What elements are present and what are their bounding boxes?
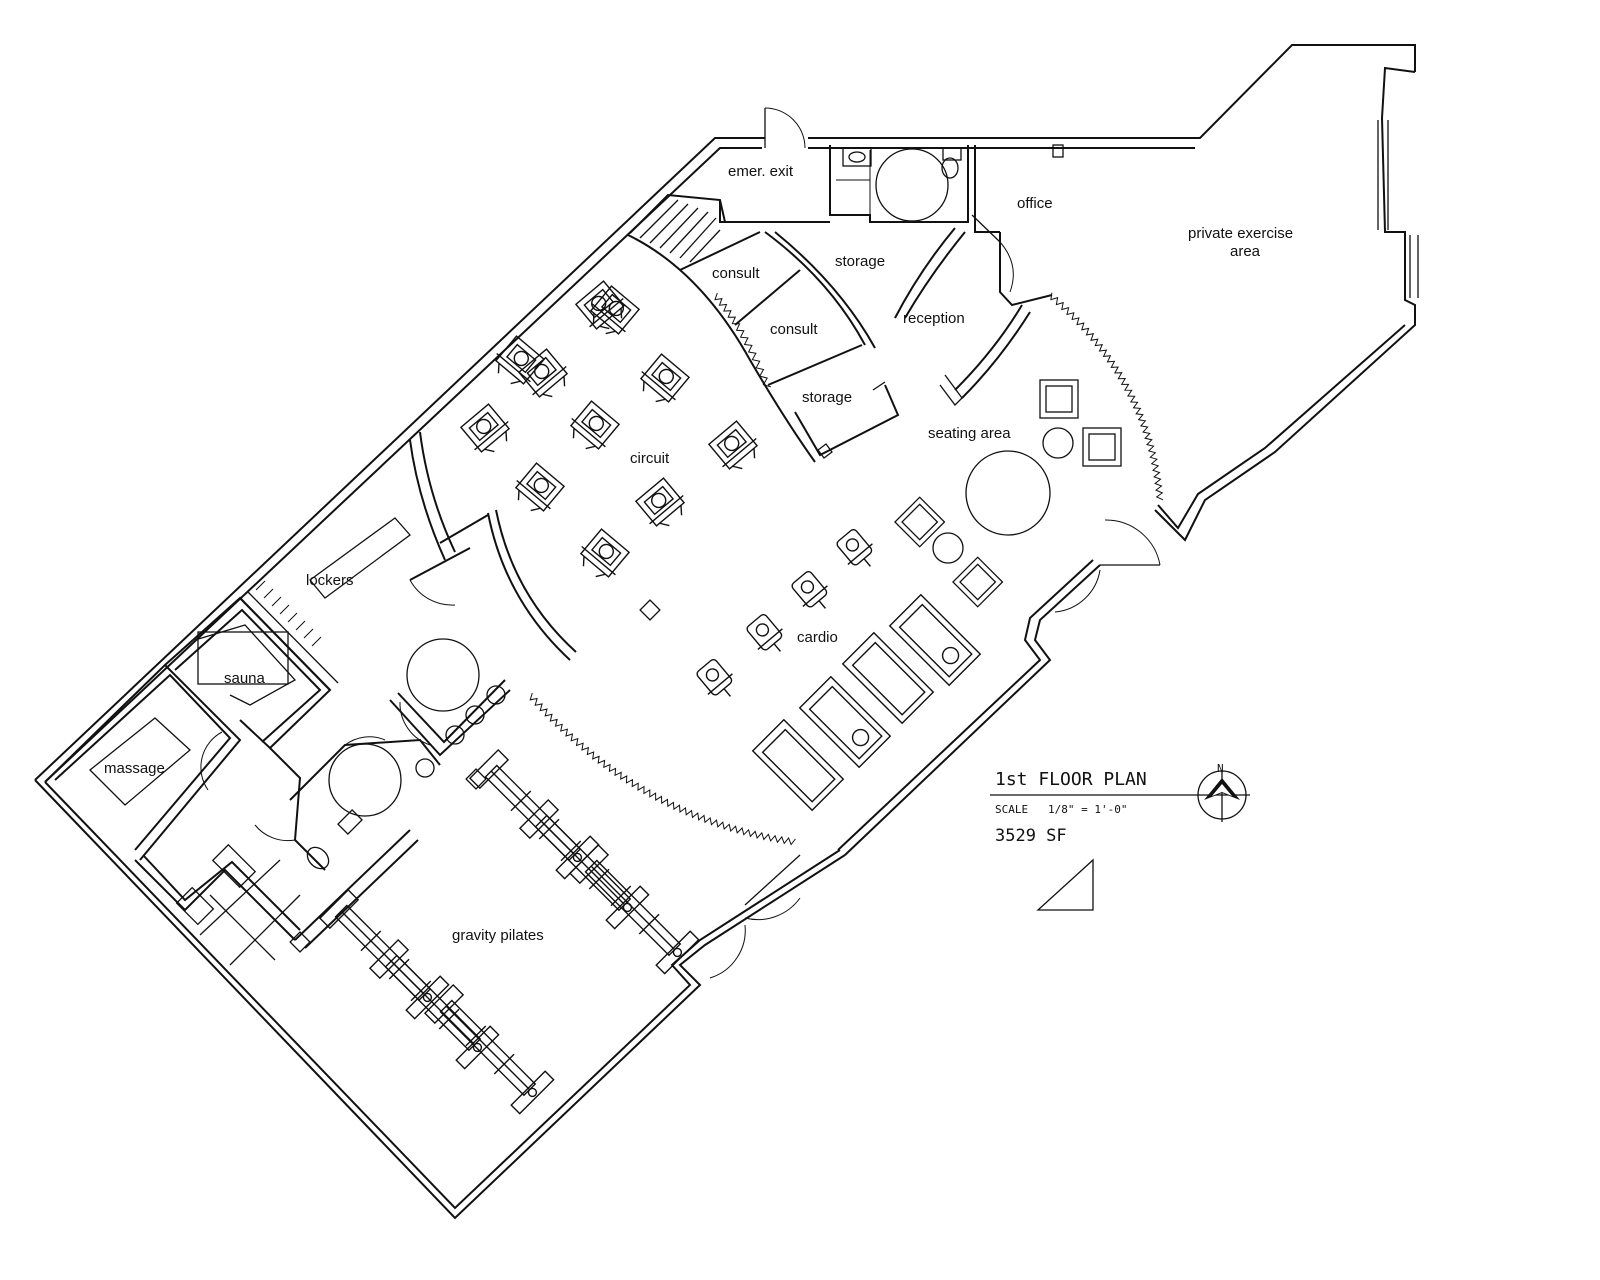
- circuit-machine-icon: [569, 400, 621, 450]
- gravity-pilates-machine-icon: [423, 983, 555, 1115]
- exterior-doors: [709, 519, 1161, 979]
- cardio-equipment: [696, 528, 873, 697]
- room-label-storage-2: storage: [802, 389, 852, 406]
- treadmill-icon: [798, 675, 892, 769]
- treadmill-equipment: [751, 593, 982, 812]
- title-block: 1st FLOOR PLAN SCALE 1/8" = 1'-0" 3529 S…: [990, 762, 1250, 911]
- interior-walls-top: [629, 107, 1000, 263]
- circuit-machine-icon: [494, 335, 546, 385]
- circuit-machine-icon: [574, 280, 626, 330]
- curtain-dividers: [529, 292, 1164, 846]
- cardio-bike-icon: [746, 613, 783, 652]
- circuit-machine-icon: [514, 462, 566, 512]
- circuit-equipment: [459, 280, 759, 578]
- gravity-pilates-machine-icon: [568, 843, 700, 975]
- room-label-cardio: cardio: [797, 629, 838, 646]
- columns: [289, 599, 661, 953]
- room-labels: emer. exit office private exercise area …: [104, 163, 1293, 944]
- room-label-seating-area: seating area: [928, 425, 1011, 442]
- plan-title: 1st FLOOR PLAN: [995, 769, 1147, 790]
- treadmill-icon: [841, 631, 935, 725]
- seating-area-furniture: [894, 379, 1122, 608]
- office-walls: [894, 144, 1064, 406]
- room-label-massage: massage: [104, 760, 165, 777]
- north-label: N: [1217, 762, 1224, 775]
- scale-value: 1/8" = 1'-0": [1048, 803, 1127, 816]
- circuit-machine-icon: [639, 353, 691, 403]
- room-label-storage-1: storage: [835, 253, 885, 270]
- pilates-equipment: [318, 748, 700, 1115]
- circuit-machine-icon: [634, 477, 686, 527]
- cardio-bike-icon: [836, 528, 873, 567]
- room-label-consult-2: consult: [770, 321, 818, 338]
- scale-triangle-icon: [1036, 858, 1094, 911]
- north-arrow-icon: [1197, 770, 1247, 822]
- square-footage: 3529 SF: [995, 826, 1067, 846]
- room-label-circuit: circuit: [630, 450, 670, 467]
- scale-label: SCALE: [995, 803, 1028, 816]
- treadmill-icon: [751, 718, 845, 812]
- left-wing-walls: [44, 431, 577, 966]
- gravity-pilates-machine-icon: [368, 938, 500, 1070]
- room-label-gravity-pilates: gravity pilates: [452, 927, 544, 944]
- room-label-lockers: lockers: [306, 572, 354, 589]
- exterior-walls: [34, 44, 1416, 1220]
- circuit-machine-icon: [707, 420, 759, 470]
- room-label-sauna: sauna: [224, 670, 266, 687]
- room-label-private-exercise: private exercise: [1188, 225, 1293, 242]
- room-label-reception: reception: [903, 310, 965, 327]
- room-label-office: office: [1017, 195, 1053, 212]
- circuit-machine-icon: [459, 403, 511, 453]
- circuit-machine-icon: [579, 528, 631, 578]
- treadmill-icon: [888, 593, 982, 687]
- consult-storage-walls: [627, 231, 900, 463]
- room-label-emer-exit: emer. exit: [728, 163, 794, 180]
- cardio-bike-icon: [791, 570, 828, 609]
- gravity-pilates-machine-icon: [518, 798, 650, 930]
- circuit-machine-icon: [517, 348, 569, 398]
- room-label-consult-1: consult: [712, 265, 760, 282]
- cardio-bike-icon: [696, 658, 733, 697]
- room-label-private-exercise-area: area: [1230, 243, 1261, 260]
- windows: [1377, 120, 1419, 298]
